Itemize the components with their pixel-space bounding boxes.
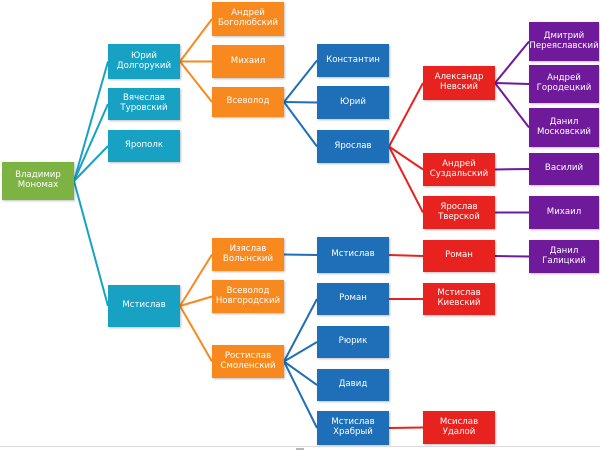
node-mstislav-khrabry: Мстислав Храбрый: [317, 411, 389, 445]
link-alexander-dmitry: [494, 40, 530, 84]
node-roman-2: Роман: [423, 240, 495, 272]
node-vsevolod: Всеволод: [212, 87, 284, 117]
node-dmitry-pereyaslavsky: Дмитрий Переяславский: [529, 22, 599, 61]
link-yuri_d-vsevolod: [179, 60, 213, 103]
node-yaropolk: Ярополк: [108, 130, 180, 162]
node-yaroslav: Ярослав: [317, 130, 389, 163]
page-scroll-indicator: [296, 448, 304, 450]
link-mstislav_h-mstislav_u: [388, 426, 424, 429]
link-rostislav-roman: [283, 298, 318, 362]
link-vladimir-vyacheslav: [73, 103, 109, 182]
link-rostislav-ryurik: [283, 341, 318, 363]
link-mstislav-vsevolod_n: [179, 295, 213, 307]
node-vsevolod-novgorodsky: Всеволод Новгородский: [212, 280, 284, 313]
link-mstislav_2-roman_2: [388, 254, 424, 257]
link-yaroslav-andrei_s: [388, 145, 424, 171]
node-yuri-dolgoruky: Юрий Долгорукий: [108, 44, 180, 79]
node-mikhail-2: Михаил: [529, 196, 599, 229]
node-danil-moskovsky: Данил Московский: [529, 108, 599, 147]
node-mstislav: Мстислав: [108, 285, 180, 327]
link-rostislav-david: [283, 360, 318, 386]
node-rostislav-smolensky: Ростислав Смоленский: [212, 345, 284, 378]
node-yuri: Юрий: [317, 86, 389, 119]
link-yaroslav-alexander: [388, 82, 424, 147]
page-bottom-divider: [0, 446, 600, 453]
link-vsevolod-konstantin: [283, 59, 318, 103]
node-mstislav-2: Мстислав: [317, 237, 389, 273]
link-mstislav-rostislav: [179, 305, 213, 362]
link-rostislav-mstislav_h: [283, 361, 318, 429]
link-vladimir-yuri_d: [73, 61, 109, 182]
link-vsevolod-yuri: [283, 101, 318, 104]
node-vyacheslav-turovsky: Вячеслав Туровский: [108, 88, 180, 120]
node-david: Давид: [317, 369, 389, 401]
link-vsevolod-yaroslav: [283, 101, 318, 148]
link-izyaslav-mstislav_2: [283, 253, 318, 256]
node-andrei-suzdalsky: Андрей Суздальский: [423, 153, 495, 186]
node-vladimir-monomakh: Владимир Мономах: [2, 162, 74, 200]
link-mstislav-izyaslav: [179, 253, 213, 307]
link-vladimir-yaropolk: [73, 145, 109, 182]
link-roman_2-danil_g: [494, 255, 530, 258]
node-izyaslav-volynsky: Изяслав Волынский: [212, 238, 284, 271]
node-ryurik: Рюрик: [317, 326, 389, 358]
link-vladimir-mstislav: [73, 180, 109, 307]
node-yaroslav-tverskoy: Ярослав Тверской: [423, 196, 495, 229]
node-danil-galitsky: Данил Галицкий: [529, 240, 599, 273]
node-alexander-nevsky: Александр Невский: [423, 66, 495, 100]
node-roman: Роман: [317, 283, 389, 315]
link-alexander-andrei_g: [494, 82, 530, 85]
link-yuri_d-andrei_b: [179, 18, 213, 63]
node-mstislav-kievsky: Мстислав Киевский: [423, 283, 495, 315]
node-andrei-bogolyubsky: Андрей Боголюбский: [212, 2, 284, 36]
link-andrei_s-vasily: [494, 168, 530, 171]
link-alexander-danil_m: [494, 82, 530, 129]
node-vasily: Василий: [529, 153, 599, 185]
node-konstantin: Константин: [317, 44, 389, 77]
node-andrei-gorodetsky: Андрей Городецкий: [529, 65, 599, 103]
node-mikhail-1: Михаил: [212, 45, 284, 78]
link-yaroslav-yaroslav_t: [388, 146, 424, 213]
node-mstislav-udaloy: Мсислав Удалой: [423, 411, 495, 444]
